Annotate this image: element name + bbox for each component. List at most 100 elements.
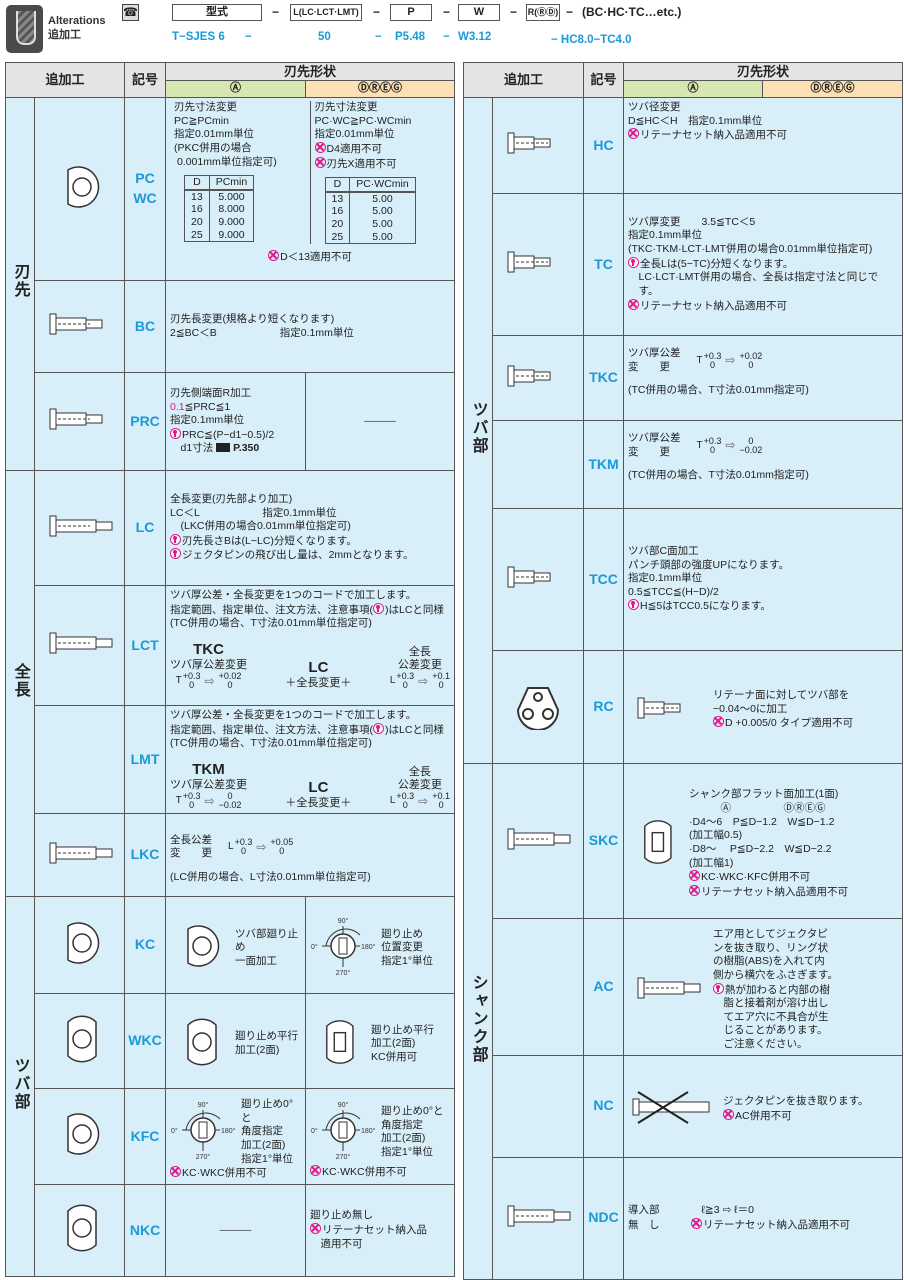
- line-text: ジェクタピンの飛び出し量は、2mmとなります。: [182, 549, 414, 562]
- text-line: 廻り止め無し: [310, 1209, 374, 1222]
- text-block: 廻り止め0°と角度指定加工(2面)指定1°単位: [381, 1105, 450, 1160]
- code-text: SKC: [588, 832, 619, 849]
- alteration-code: TC: [583, 193, 625, 336]
- lkc-figure: [33, 813, 126, 898]
- description-cell: 刃先長変更(規格より短くなります)2≦BC＜B 指定0.1mm単位: [165, 280, 456, 373]
- tol-lower: −0.02: [739, 444, 763, 455]
- text-line: ·D8〜 P≦D−2.2 W≦D−2.2: [689, 843, 832, 855]
- tol-base: T: [696, 354, 703, 366]
- figure-cell: [491, 1054, 585, 1158]
- description-shape-dreg: 90°0°180°270°廻り止め0°と角度指定加工(2面)指定1°単位 KC·W…: [305, 1088, 456, 1185]
- col-shape-a: Ⓐ: [623, 80, 764, 98]
- dash: −: [443, 5, 451, 19]
- alterations-logo-icon: [6, 5, 43, 53]
- text-line: (TKC·TKM·LCT·LMT併用の場合0.01mm単位指定可): [628, 243, 873, 256]
- tol-lower: 0: [710, 359, 716, 370]
- text-line: 刃先側端面R加工: [170, 386, 252, 399]
- example-w: W3.12: [458, 31, 492, 43]
- arrow-right-icon: ⇨: [418, 793, 429, 808]
- text-line: LC＜L 指定0.1mm単位: [170, 506, 337, 519]
- text-line: ツバ厚公差・全長変更を1つのコードで加工します。: [170, 589, 417, 601]
- page-reference-link[interactable]: P.350: [216, 442, 259, 454]
- description-shape-a: ———: [165, 1183, 307, 1277]
- category-label: 刃先: [11, 263, 29, 300]
- alteration-code: SKC: [583, 763, 625, 919]
- text-line: (LKC併用の場合0.01mm単位指定可): [170, 520, 351, 533]
- dash: −: [566, 5, 574, 19]
- text-line: (LC併用の場合、L寸法0.01mm単位指定可): [170, 870, 371, 883]
- combo-label: 全長: [408, 765, 431, 778]
- text-line: ジェクタピンを抜き取ります。: [723, 1095, 869, 1108]
- prohibited-icon: [723, 1108, 735, 1120]
- bc-figure: [33, 280, 126, 373]
- table-cell: 20: [184, 215, 210, 229]
- prohibited-icon: [314, 156, 326, 168]
- description-cell: 全長変更(刃先部より加工)LC＜L 指定0.1mm単位 (LKC併用の場合0.0…: [165, 470, 456, 586]
- combo-code: TKC: [193, 640, 224, 658]
- table-cell: 13: [184, 189, 210, 204]
- line-text: H≦5はTCC0.5になります。: [640, 600, 771, 613]
- category-cell: ツバ部: [5, 896, 35, 1277]
- text-line: リテーナセット納入品適用不可: [628, 128, 898, 143]
- tol-lower: 0: [227, 680, 233, 691]
- text-line: (TC併用の場合、T寸法0.01mm指定可): [628, 384, 809, 397]
- tol-upper: +0.3: [182, 671, 201, 682]
- text-line: D≦HC＜H 指定0.1mm単位: [628, 114, 763, 127]
- text-line: じることがあります。: [713, 1024, 828, 1037]
- text-block: 廻り止め無しリテーナセット納入品 適用不可: [310, 1209, 450, 1251]
- alteration-code: HC: [583, 97, 625, 194]
- alteration-code: TKC: [583, 335, 625, 421]
- code-text: LKC: [130, 846, 160, 863]
- combo-code: LC: [308, 658, 329, 676]
- code-text: KC: [134, 936, 156, 953]
- arrow-right-icon: ⇨: [256, 840, 267, 855]
- text-line: KC·WKC併用不可: [310, 1165, 450, 1180]
- line-text: 刃先長さBは(L−LC)分短くなります。: [182, 534, 357, 547]
- prohibited-icon: [314, 141, 326, 153]
- code-box-p: P: [390, 4, 432, 21]
- text-line: ンを抜き取り、リング状: [713, 941, 829, 954]
- text-line: 全長Lは(5−TC)分短くなります。: [628, 256, 898, 272]
- text-line: (TC併用の場合、T寸法0.01mm単位指定可): [170, 737, 372, 750]
- alteration-code: WKC: [124, 993, 167, 1090]
- line-text: リテーナセット納入品: [322, 1224, 428, 1237]
- alteration-code: AC: [583, 918, 625, 1056]
- description-cell: ジェクタピンを抜き取ります。AC併用不可: [623, 1054, 904, 1158]
- col-alteration: 追加工: [4, 62, 126, 98]
- angle-label: 90°: [198, 1101, 209, 1109]
- one-flat-collar-icon: [170, 921, 230, 975]
- text-line: 刃先長変更(規格より短くなります): [170, 312, 335, 325]
- prohibited-icon: [628, 128, 640, 140]
- text-line: 0.001mm単位指定可): [174, 155, 277, 168]
- code-box-w: W: [458, 4, 500, 21]
- category-cell: シャンク部: [463, 763, 493, 1280]
- line-text: PRC≦(P−d1−0.5)/2: [182, 428, 275, 441]
- figure-with-text: 90°0°180°270°廻り止め位置変更指定1°単位: [310, 909, 450, 981]
- figure-with-text: エア用としてジェクタピンを抜き取り、リング状の樹脂(ABS)を入れて内側から横穴…: [628, 922, 898, 1052]
- angle-dial-icon: 90°0°180°270°: [310, 1099, 376, 1165]
- col-shape-dreg: ⒹⓇⒺⒼ: [305, 80, 456, 98]
- example-dash: −: [245, 31, 252, 43]
- tol-lower: −0.02: [218, 800, 242, 811]
- rc-figure: [491, 650, 585, 764]
- angle-label: 0°: [311, 1127, 318, 1135]
- tol-upper: +0.3: [703, 435, 722, 446]
- text-block: 廻り止め平行加工(2面): [235, 1030, 301, 1057]
- text-line: PC·WC≧PC·WCmin: [314, 114, 412, 127]
